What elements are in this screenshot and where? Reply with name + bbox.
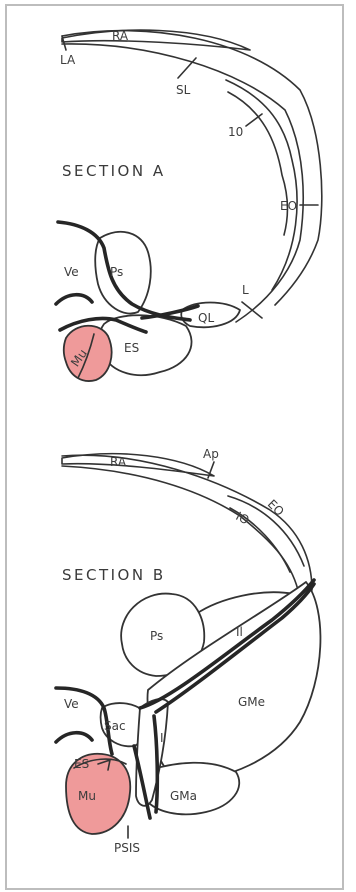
section-a-io-marker xyxy=(246,114,262,126)
section-a-ps-label: Ps xyxy=(110,265,123,279)
section-a-es-label: ES xyxy=(124,341,139,355)
section-a-internal-oblique xyxy=(228,92,288,235)
section-a: RA LA SL 10 SECTION A EO L Ve Ps QL ES M… xyxy=(56,29,322,381)
section-a-heading: SECTION A xyxy=(62,162,166,180)
section-b-psis-label: PSIS xyxy=(114,841,140,855)
section-a-ql-label: QL xyxy=(198,311,214,325)
section-a-erector-spinae xyxy=(100,315,192,375)
section-a-sl-label: SL xyxy=(176,83,191,97)
section-a-eo-label: EO xyxy=(280,199,297,213)
section-a-la-label: LA xyxy=(60,53,76,67)
section-b-ra-label: RA xyxy=(110,455,127,469)
section-a-ra-label: RA xyxy=(112,29,129,43)
section-b-ap-label: Ap xyxy=(203,447,219,461)
section-b-rectus-abdominis xyxy=(62,454,214,476)
section-b-ps-label: Ps xyxy=(150,629,163,643)
section-a-ve-label: Ve xyxy=(64,265,79,279)
section-b-vertebra-arch xyxy=(56,733,92,742)
section-b-sac-label: Sac xyxy=(104,719,126,733)
section-b-gma-label: GMa xyxy=(170,789,197,803)
section-b-heading: SECTION B xyxy=(62,566,166,584)
section-b-es-label: ES xyxy=(74,757,89,771)
section-b-il-label: Il xyxy=(236,625,243,639)
section-b-eo-label: EO xyxy=(265,497,287,519)
section-b: RA Ap IO EO SECTION B Ps Il Ve Sac I GMe… xyxy=(56,447,320,855)
section-b-gme-label: GMe xyxy=(238,695,265,709)
section-b-i-label: I xyxy=(160,731,164,745)
section-a-io-label: 10 xyxy=(228,125,243,139)
section-a-vertebra-arch xyxy=(56,295,92,304)
section-b-mu-label: Mu xyxy=(78,789,96,803)
section-a-l-label: L xyxy=(242,283,249,297)
section-a-rectus-abdominis xyxy=(62,30,250,50)
section-b-ve-label: Ve xyxy=(64,697,79,711)
